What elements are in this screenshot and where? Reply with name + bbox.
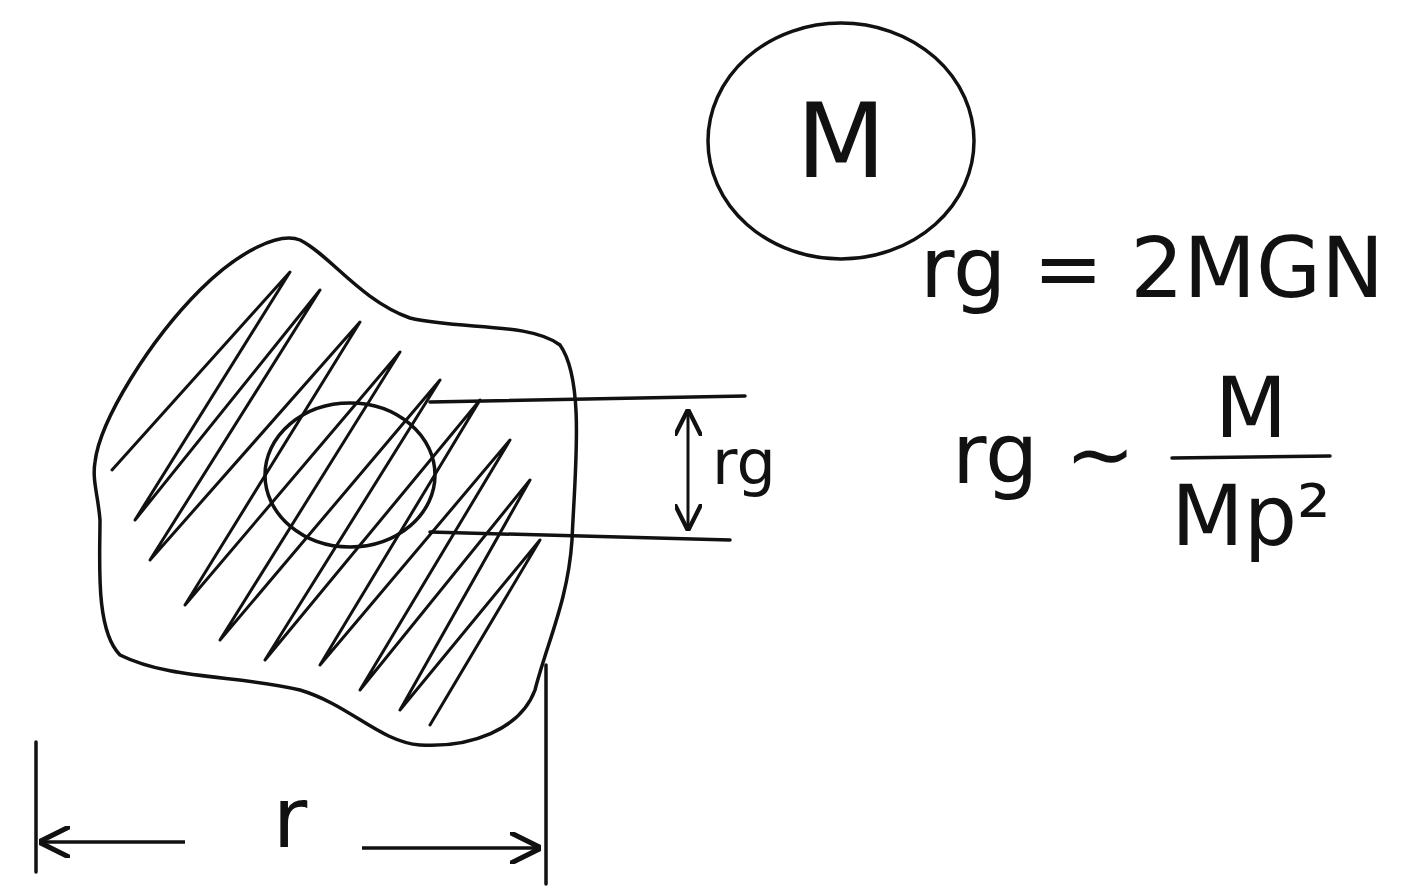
dimension-label: rg xyxy=(712,432,776,494)
equation: rg ∼ xyxy=(952,412,1135,496)
fraction-bar xyxy=(1172,456,1330,458)
dimension-tick xyxy=(544,665,548,884)
dimension-label: r xyxy=(273,776,308,860)
mass-region-blob xyxy=(94,238,576,745)
dimension-arrow xyxy=(687,412,690,528)
dimension-tick xyxy=(34,742,38,872)
extension-line xyxy=(430,532,730,540)
mass-symbol: M xyxy=(796,89,886,193)
scribble-shading xyxy=(112,272,540,725)
dimension-arrow xyxy=(362,846,538,850)
extension-line xyxy=(430,396,745,402)
fraction-denominator: Mp² xyxy=(1171,474,1330,558)
fraction-numerator: M xyxy=(1215,366,1287,450)
horizon-circle xyxy=(265,403,435,547)
circle-outline xyxy=(708,23,974,259)
dimension-arrow xyxy=(42,840,185,844)
equation: rg = 2MGN xyxy=(920,226,1384,310)
